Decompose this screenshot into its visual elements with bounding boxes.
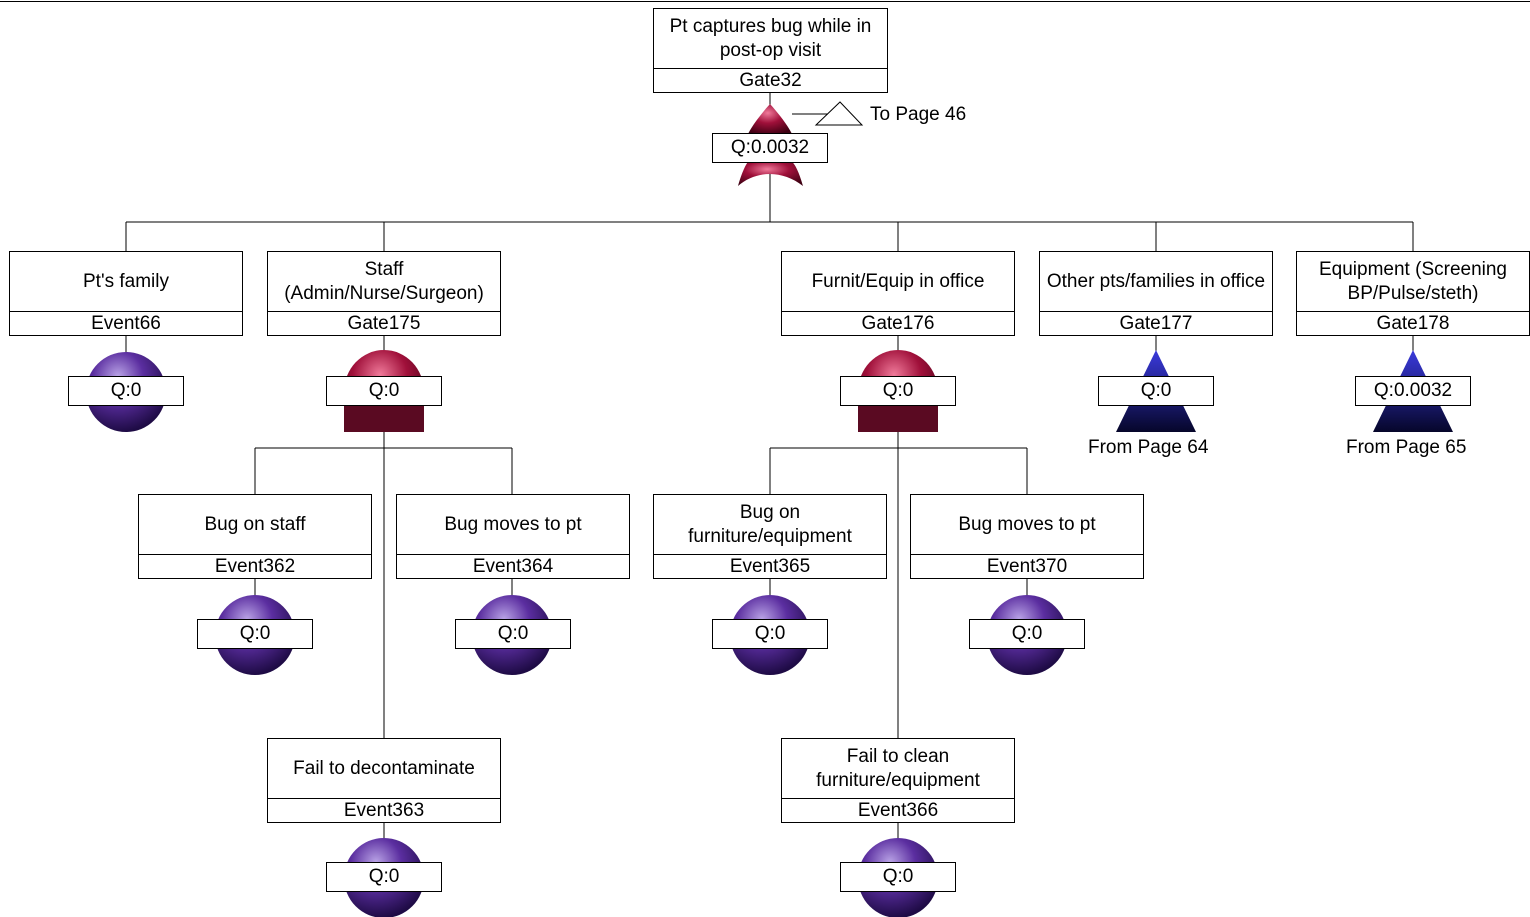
gate-node[interactable]: Furnit/Equip in office Gate176	[781, 251, 1015, 336]
event-node[interactable]: Bug on staff Event362	[138, 494, 372, 579]
node-description: Pt captures bug while in post-op visit	[669, 16, 872, 61]
node-description: Equipment (Screening BP/Pulse/steth)	[1319, 258, 1507, 304]
probability-label: Q:0.0032	[1355, 376, 1471, 406]
top-event-node[interactable]: Pt captures bug while in post-op visit G…	[653, 8, 888, 93]
node-id: Event370	[911, 554, 1143, 578]
probability-label: Q:0	[969, 619, 1085, 649]
node-id: Event366	[782, 798, 1014, 822]
node-description: Furnit/Equip in office	[811, 270, 985, 292]
probability-label: Q:0	[712, 619, 828, 649]
event-node[interactable]: Fail to clean furniture/equipment Event3…	[781, 738, 1015, 823]
node-id: Event365	[654, 554, 886, 578]
or-gate-icon	[738, 104, 803, 186]
probability-label: Q:0	[840, 376, 956, 406]
probability-label: Q:0	[326, 862, 442, 892]
event-node[interactable]: Fail to decontaminate Event363	[267, 738, 501, 823]
node-description: Staff (Admin/Nurse/Surgeon)	[284, 258, 484, 304]
event-node[interactable]: Bug on furniture/equipment Event365	[653, 494, 887, 579]
event-node[interactable]: Bug moves to pt Event364	[396, 494, 630, 579]
event-node[interactable]: Bug moves to pt Event370	[910, 494, 1144, 579]
node-description: Other pts/families in office	[1046, 270, 1266, 292]
node-description: Bug on furniture/equipment	[688, 501, 852, 547]
node-description: Bug on staff	[204, 513, 306, 535]
node-id: Gate176	[782, 311, 1014, 335]
node-description: Fail to decontaminate	[293, 757, 475, 779]
probability-label: Q:0	[455, 619, 571, 649]
node-description: Bug moves to pt	[444, 513, 582, 535]
node-id: Event362	[139, 554, 371, 578]
node-id: Event363	[268, 798, 500, 822]
node-id: Gate32	[654, 68, 887, 92]
node-id: Event66	[10, 311, 242, 335]
probability-label: Q:0	[840, 862, 956, 892]
probability-label: Q:0	[68, 376, 184, 406]
node-id: Gate177	[1040, 311, 1272, 335]
gate-node[interactable]: Other pts/families in office Gate177	[1039, 251, 1273, 336]
node-description: Fail to clean furniture/equipment	[816, 745, 980, 791]
probability-label: Q:0	[1098, 376, 1214, 406]
node-id: Gate178	[1297, 311, 1529, 335]
probability-label: Q:0	[197, 619, 313, 649]
page-top-rule	[0, 1, 1530, 2]
transfer-in-label: From Page 64	[1088, 437, 1209, 458]
probability-label: Q:0	[326, 376, 442, 406]
probability-label: Q:0.0032	[712, 133, 828, 163]
node-id: Gate175	[268, 311, 500, 335]
gate-node[interactable]: Equipment (Screening BP/Pulse/steth) Gat…	[1296, 251, 1530, 336]
transfer-in-label: From Page 65	[1346, 437, 1467, 458]
transfer-out-label: To Page 46	[870, 104, 967, 125]
event-node[interactable]: Pt's family Event66	[9, 251, 243, 336]
node-id: Event364	[397, 554, 629, 578]
gate-node[interactable]: Staff (Admin/Nurse/Surgeon) Gate175	[267, 251, 501, 336]
node-description: Pt's family	[83, 270, 169, 292]
node-description: Bug moves to pt	[958, 513, 1096, 535]
